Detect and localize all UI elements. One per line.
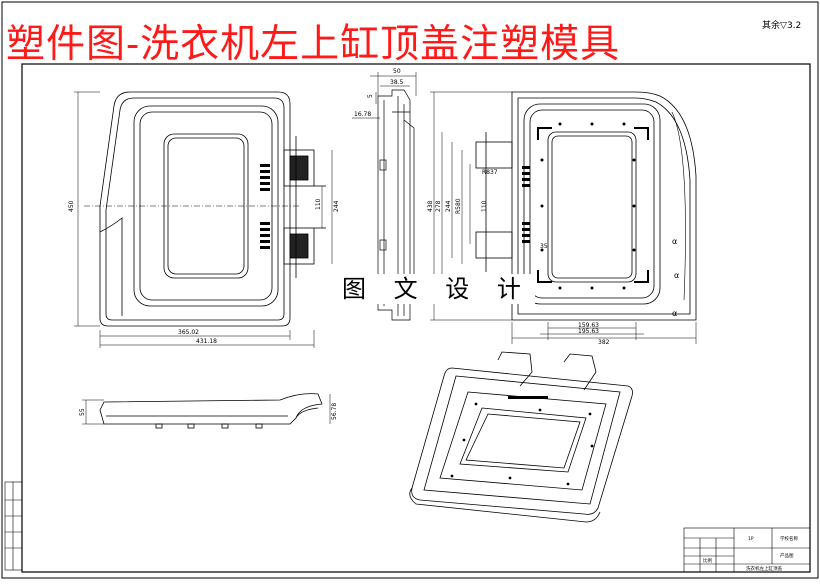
tb-part-name: 洗衣机左上缸顶盖 (746, 565, 782, 572)
isometric-view (409, 351, 633, 523)
surface-finish-value: 3.2 (786, 21, 802, 31)
dim-rear-h3: 244 (445, 200, 452, 212)
dim-rear-h6: R837 (482, 169, 498, 176)
rear-dimensions (430, 91, 697, 344)
front-view (84, 91, 326, 327)
dim-front-slot-a: 110 (315, 198, 322, 210)
surface-finish-note: 其余▽3.2 (762, 18, 801, 31)
svg-text:α: α (672, 237, 677, 246)
dim-rear-h4: R580 (455, 198, 462, 214)
surface-finish-label: 其余 (762, 21, 781, 31)
dim-bottom-left: 55 (79, 408, 86, 416)
dim-rear-w3: 382 (598, 339, 610, 346)
tb-qty: 1P (748, 536, 754, 542)
rear-view (475, 91, 697, 321)
tb-scale: 比例 (703, 557, 712, 564)
watermark-text: 图 文 设 计 (338, 274, 535, 304)
dim-side-mid: 38.5 (390, 79, 404, 86)
surface-finish-symbol: ▽ (780, 21, 787, 31)
dim-front-total-width: 431.18 (196, 338, 217, 345)
dim-side-small: 5 (367, 94, 374, 98)
inner-border (21, 63, 811, 573)
iso-holes (450, 396, 594, 486)
dim-side-left: 16.78 (354, 111, 371, 118)
front-dimensions (74, 91, 333, 348)
left-margin-strip (4, 481, 23, 571)
tb-school: 学校名称 (780, 535, 798, 542)
bottom-view (82, 393, 331, 429)
drawing-title: 塑件图-洗衣机左上缸顶盖注塑模具 (6, 22, 621, 67)
dim-rear-r: 35 (540, 243, 548, 250)
dim-front-slot-b: 244 (333, 200, 340, 212)
rear-holes (522, 122, 636, 290)
tb-part-label: 产品图 (780, 552, 794, 559)
dim-rear-w1: 159.63 (578, 322, 599, 329)
svg-text:α: α (672, 309, 677, 318)
front-rib-slots (260, 164, 270, 249)
dim-bottom-right: 56.78 (331, 403, 338, 420)
dim-front-inner-width: 365.02 (178, 329, 199, 336)
dim-rear-h5: 110 (481, 200, 488, 212)
rear-alpha-marks: α α α (672, 237, 679, 318)
title-block (683, 527, 811, 573)
dim-rear-w2: 195.63 (578, 328, 599, 335)
dim-front-height: 450 (68, 200, 75, 212)
dim-rear-h1: 438 (427, 200, 434, 212)
dim-side-top: 50 (393, 68, 401, 75)
svg-text:α: α (674, 271, 679, 280)
dim-rear-h2: 278 (435, 200, 442, 212)
